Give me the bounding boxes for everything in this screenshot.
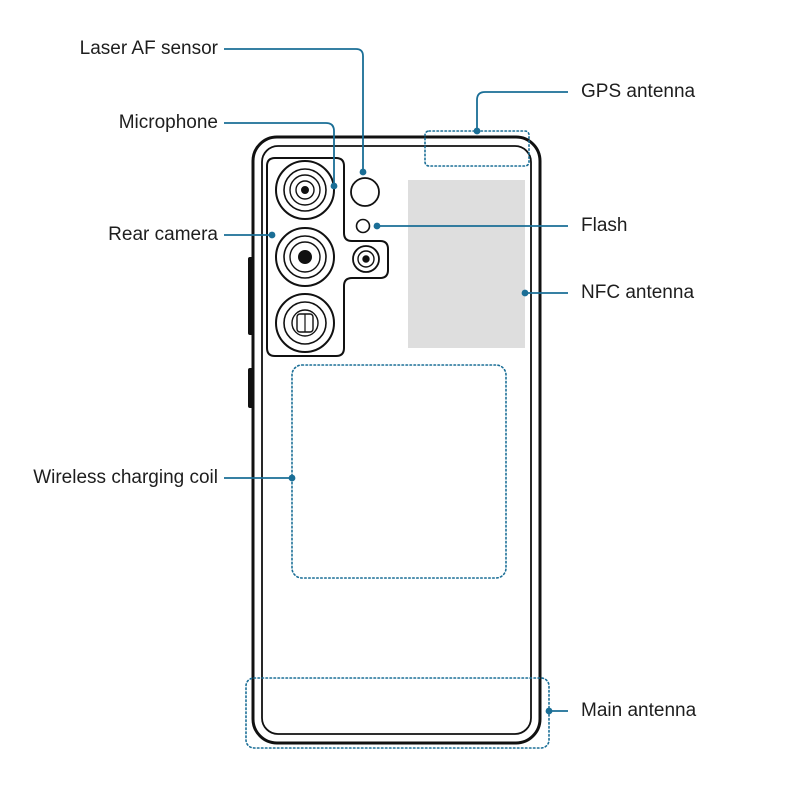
camera-housing <box>266 157 389 357</box>
rear-camera-lens-3 <box>275 293 335 353</box>
nfc-antenna-area <box>408 180 525 348</box>
dot-main-antenna <box>545 707 553 715</box>
callout-lines <box>224 48 568 712</box>
callout-laser-af <box>224 48 364 172</box>
dot-wireless-coil <box>288 474 296 482</box>
label-flash: Flash <box>581 215 628 236</box>
label-rear-camera: Rear camera <box>108 224 218 245</box>
label-gps-antenna: GPS antenna <box>581 81 696 102</box>
rear-camera-small-lens <box>352 245 380 273</box>
main-antenna-area <box>245 677 550 749</box>
side-key <box>248 368 254 408</box>
rear-camera-lens-1 <box>275 160 335 220</box>
wireless-charging-coil-area <box>291 364 507 579</box>
side-buttons <box>248 257 254 408</box>
callout-microphone <box>224 122 335 186</box>
label-main-antenna: Main antenna <box>581 700 697 721</box>
dot-laser-af <box>359 168 367 176</box>
dot-flash <box>373 222 381 230</box>
phone-outer-frame <box>251 135 542 745</box>
volume-button <box>248 257 254 335</box>
callout-dots <box>268 127 553 715</box>
label-nfc-antenna: NFC antenna <box>581 282 695 303</box>
phone-inner-frame <box>261 145 532 735</box>
dot-nfc <box>521 289 529 297</box>
rear-camera-lens-2 <box>275 227 335 287</box>
flash-circle <box>355 218 371 234</box>
callout-gps <box>476 91 568 131</box>
phone-body <box>251 135 542 745</box>
label-microphone: Microphone <box>118 112 218 133</box>
dotted-regions <box>245 130 550 749</box>
dot-gps <box>473 127 481 135</box>
label-laser-af-sensor: Laser AF sensor <box>79 38 218 59</box>
dot-rear-camera <box>268 231 276 239</box>
label-wireless-charging-coil: Wireless charging coil <box>33 467 218 488</box>
dot-microphone <box>330 182 338 190</box>
laser-af-sensor-circle <box>350 177 380 207</box>
